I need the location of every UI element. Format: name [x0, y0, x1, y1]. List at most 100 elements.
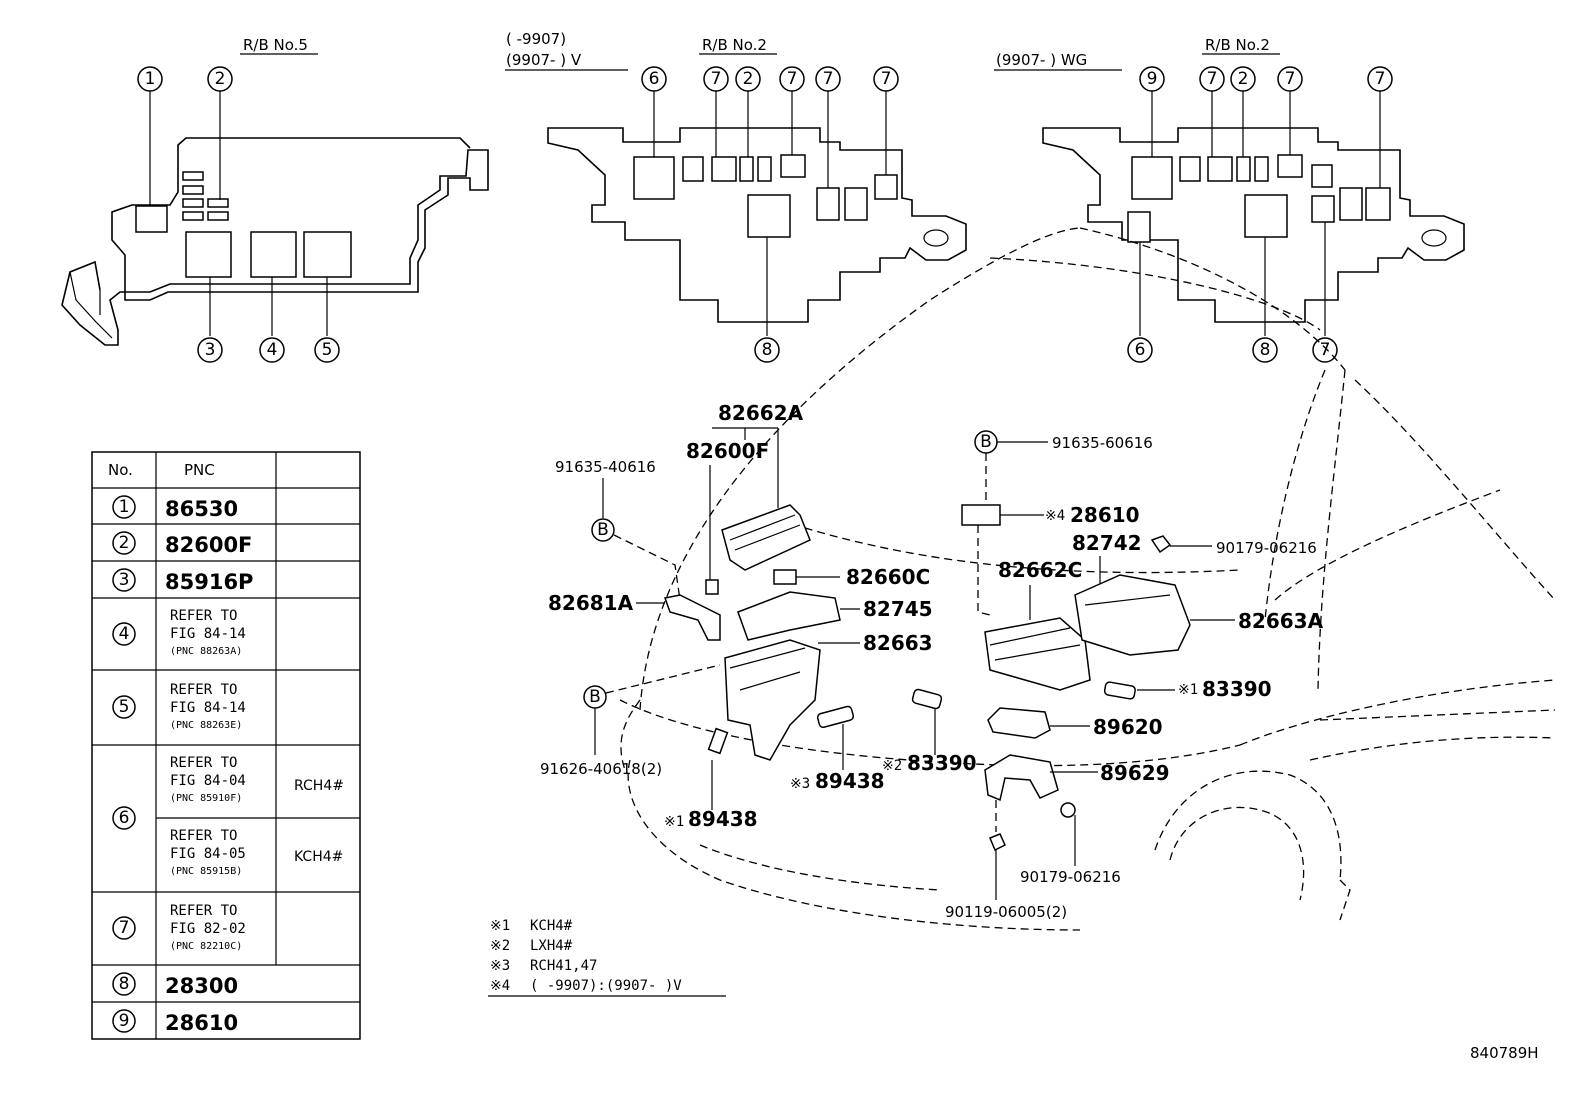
svg-text:※1: ※1: [1178, 682, 1198, 698]
rb2wg-callout-2: 2: [1230, 66, 1256, 92]
svg-text:※2: ※2: [882, 758, 902, 774]
diagram-code: 840789H: [1470, 1044, 1539, 1062]
rb2wg-socket-7a: [1207, 156, 1233, 182]
svg-text:FIG 82-02: FIG 82-02: [170, 921, 246, 937]
label-83390-center: 83390: [907, 751, 977, 775]
rb2v-socket-7a: [711, 156, 737, 182]
label-82600F: 82600F: [686, 439, 769, 463]
table-row: 4 REFER TO FIG 84-14 (PNC 88263A): [112, 608, 246, 657]
svg-text:( -9907):(9907- )V: ( -9907):(9907- )V: [530, 978, 682, 994]
svg-text:5: 5: [322, 340, 333, 360]
part-82745: [737, 591, 841, 641]
label-82660C: 82660C: [846, 565, 930, 589]
svg-text:82600F: 82600F: [165, 533, 252, 557]
rb2wg-socket-9: [1131, 156, 1173, 200]
relay-block-5: R/B No.5 1 2 3 4 5: [61, 36, 489, 363]
fusebox-82663: [724, 639, 821, 761]
table-row: 8 28300: [112, 972, 238, 998]
svg-text:※4: ※4: [490, 978, 510, 994]
svg-text:2: 2: [743, 69, 754, 89]
svg-text:8: 8: [119, 974, 130, 994]
sensor-83390-center: [911, 688, 943, 710]
svg-text:(PNC 82210C): (PNC 82210C): [170, 941, 242, 952]
bolt-90179-top: [1150, 535, 1172, 554]
svg-text:(PNC 85915B): (PNC 85915B): [170, 866, 242, 877]
rb5-socket-1: [135, 205, 168, 233]
relay-28610: [961, 504, 1001, 526]
svg-text:5: 5: [119, 697, 130, 717]
label-82745: 82745: [863, 597, 933, 621]
rb5-fuse-slot: [182, 171, 204, 181]
rb2v-range-2: (9907- ) V: [506, 51, 582, 69]
table-row: 3 85916P: [112, 568, 253, 594]
label-82663A: 82663A: [1238, 609, 1324, 633]
rb5-socket-4: [250, 231, 297, 278]
rb2wg-callout-7c: 7: [1367, 66, 1393, 92]
svg-text:FIG 84-04: FIG 84-04: [170, 773, 246, 789]
svg-text:※2: ※2: [490, 938, 510, 954]
label-91635-40616: 91635-40616: [555, 458, 656, 476]
svg-text:85916P: 85916P: [165, 570, 253, 594]
rb2wg-socket-7c: [1365, 187, 1391, 221]
svg-text:7: 7: [881, 69, 892, 89]
rb2v-callout-6: 6: [641, 66, 667, 92]
rb5-title: R/B No.5: [243, 36, 308, 54]
svg-text:1: 1: [119, 497, 130, 517]
svg-text:REFER TO: REFER TO: [170, 903, 237, 919]
table-row: 1 86530: [112, 495, 238, 521]
svg-text:4: 4: [119, 624, 130, 644]
svg-text:7: 7: [119, 918, 130, 938]
bracket-82681A: [664, 594, 721, 641]
marker-b-2: B: [583, 685, 607, 709]
rb2v-callout-8: 8: [754, 337, 780, 363]
svg-text:28300: 28300: [165, 974, 238, 998]
rb5-socket-5: [303, 231, 352, 278]
svg-text:※1: ※1: [490, 918, 510, 934]
footnotes: ※1 KCH4# ※2 LXH4# ※3 RCH41,47 ※4 ( -9907…: [488, 918, 726, 997]
svg-text:6: 6: [649, 69, 660, 89]
table-row: 9 28610: [112, 1009, 238, 1035]
sensor-89438-left: [707, 727, 729, 755]
rb2wg-socket-7b: [1277, 154, 1303, 178]
rb2wg-socket-6: [1127, 211, 1151, 243]
svg-text:86530: 86530: [165, 497, 238, 521]
svg-text:(PNC 85910F): (PNC 85910F): [170, 793, 242, 804]
rb2v-socket-7c: [816, 187, 840, 221]
rb2wg-socket-8: [1244, 194, 1288, 238]
svg-text:B: B: [980, 432, 992, 452]
rb5-socket-3: [185, 231, 232, 278]
svg-text:8: 8: [1260, 340, 1271, 360]
svg-text:28610: 28610: [165, 1011, 238, 1035]
rb2wg-title: R/B No.2: [1205, 36, 1270, 54]
bracket-89629: [984, 754, 1059, 802]
rb5-callout-5: 5: [314, 337, 340, 363]
rb2wg-socket-7e: [1311, 195, 1335, 223]
rb2wg-callout-8: 8: [1252, 337, 1278, 363]
svg-text:3: 3: [205, 340, 216, 360]
label-89438-left: 89438: [688, 807, 758, 831]
label-83390-right: 83390: [1202, 677, 1272, 701]
sensor-89438-center: [816, 705, 855, 729]
rb2v-callout-7d: 7: [873, 66, 899, 92]
label-90179-06216-top: 90179-06216: [1216, 539, 1317, 557]
exploded-parts: 82662A 82600F 91635-40616 B 82660C 82681…: [540, 401, 1324, 921]
part-82660C: [773, 569, 797, 585]
rb2v-callout-2: 2: [735, 66, 761, 92]
label-90179-06216-bottom: 90179-06216: [1020, 868, 1121, 886]
rb2wg-callout-7a: 7: [1199, 66, 1225, 92]
fusebox-82662C: [984, 617, 1091, 691]
rb2v-socket-7b: [780, 154, 806, 178]
svg-text:6: 6: [1135, 340, 1146, 360]
rb2wg-callout-9: 9: [1139, 66, 1165, 92]
marker-b-1: B: [591, 518, 615, 542]
marker-b-3: B: [974, 430, 998, 454]
svg-text:6: 6: [119, 808, 130, 828]
rb2v-title: R/B No.2: [702, 36, 767, 54]
relay-block-2-wg: (9907- ) WG R/B No.2 9 7 2 7 7 6 8 7: [994, 36, 1465, 363]
rb5-callout-2: 2: [207, 66, 233, 92]
table-row: 2 82600F: [112, 531, 252, 557]
svg-text:4: 4: [267, 340, 278, 360]
col-no-header: No.: [108, 461, 133, 479]
